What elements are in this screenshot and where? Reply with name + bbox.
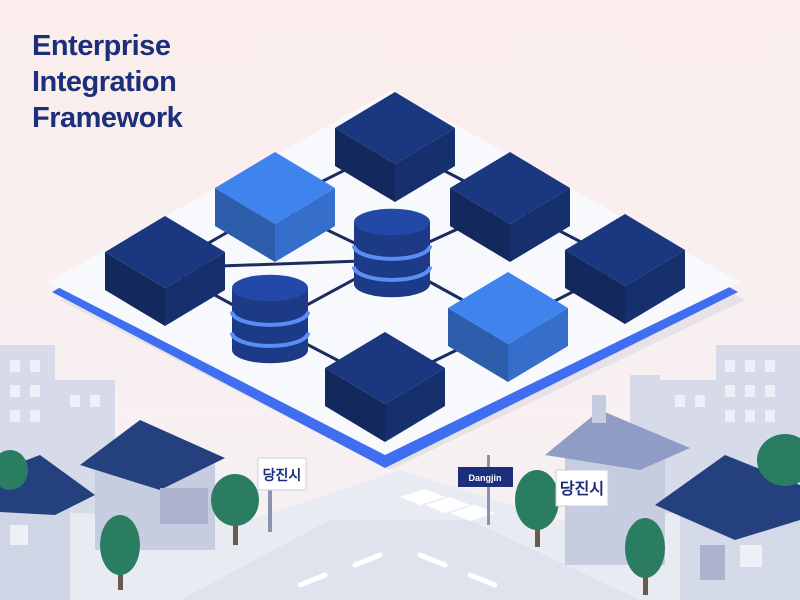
cube-icon <box>215 152 335 262</box>
tree-icon <box>625 518 665 595</box>
small-sign-text: Dangjin <box>469 473 502 483</box>
cube-icon <box>335 92 455 202</box>
road <box>180 520 640 600</box>
cube-icon <box>105 216 225 326</box>
title-line-3: Framework <box>32 102 183 134</box>
left-street-sign: 당진시 <box>257 457 307 532</box>
tree-icon <box>757 434 800 486</box>
tree-icon <box>0 450 28 490</box>
title-line-2: Integration <box>32 66 177 98</box>
database-icon <box>230 274 310 364</box>
cube-icon <box>450 152 570 262</box>
database-icon <box>352 208 432 298</box>
cube-icon <box>448 272 568 382</box>
crosswalk <box>400 489 495 521</box>
title-line-1: Enterprise <box>32 30 171 62</box>
tree-icon <box>211 474 259 545</box>
trees <box>0 434 800 595</box>
left-sign-text: 당진시 <box>263 467 302 484</box>
cube-icon <box>325 332 445 442</box>
right-street-sign: 당진시 <box>555 469 609 507</box>
module-cubes <box>105 92 685 442</box>
small-street-sign: Dangjin <box>458 455 513 525</box>
page-title: Enterprise Integration Framework <box>32 28 183 136</box>
left-house <box>0 420 225 600</box>
tree-icon <box>515 470 559 547</box>
tree-icon <box>100 515 140 590</box>
skyline-windows <box>10 360 775 422</box>
road-markings <box>297 552 498 588</box>
cube-icon <box>565 214 685 324</box>
right-sign-text: 당진시 <box>560 479 604 498</box>
database-cylinders <box>230 208 432 364</box>
